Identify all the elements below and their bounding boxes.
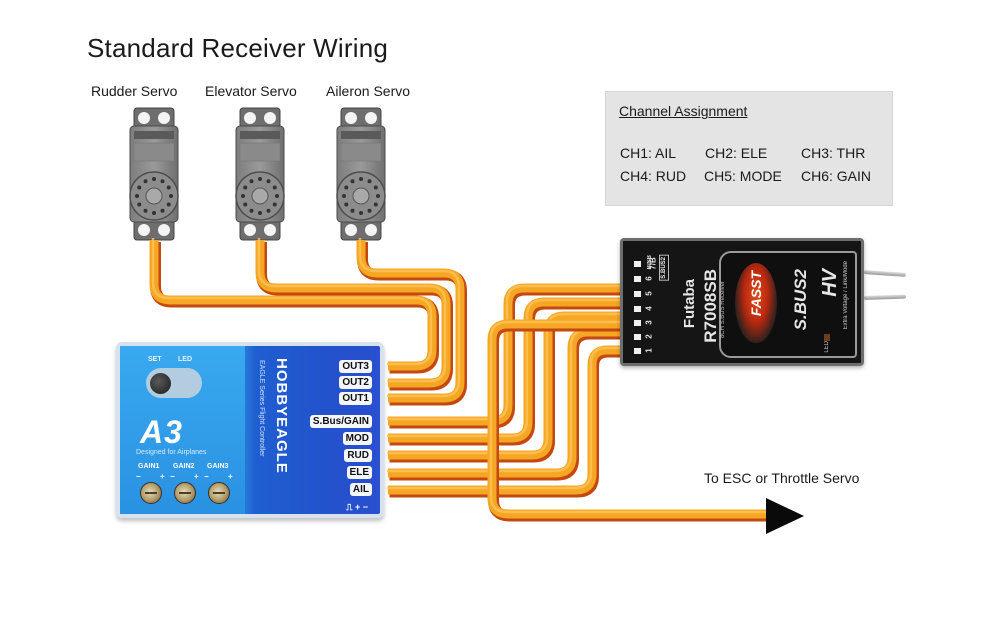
receiver-pin-number: 5: [644, 291, 654, 296]
sbus2-logo: S.BUS2: [791, 269, 810, 331]
receiver-pin-number: 4: [644, 306, 654, 311]
throttle-output-label: To ESC or Throttle Servo: [704, 470, 860, 486]
gain2-minus: −: [170, 472, 175, 481]
rudder-servo: [129, 107, 179, 241]
channel-5: CH5: MODE: [704, 168, 782, 184]
port-out2: OUT2: [339, 376, 372, 389]
wire-ail-to-ch1: [387, 345, 624, 498]
receiver-brand: Futaba: [681, 279, 698, 329]
gain1-potentiometer[interactable]: [140, 482, 162, 504]
futaba-receiver: FASST Futaba R7008SB 8CH S.BUS Receiver …: [620, 238, 907, 366]
wire-rud-to-ch4: [387, 311, 624, 463]
receiver-pin-3: [634, 320, 641, 326]
gain3-potentiometer[interactable]: [208, 482, 230, 504]
set-button[interactable]: [150, 373, 171, 394]
receiver-pin-number: 3: [644, 320, 654, 325]
wire-mod-to-ch5: [387, 297, 624, 446]
wire-elevator-to-out2: [255, 238, 453, 391]
channel-3: CH3: THR: [801, 145, 866, 161]
designed-for-label: Designed for Airplanes: [136, 449, 207, 456]
fasst-logo: [735, 263, 777, 343]
wire-aileron-to-out1: [356, 238, 467, 406]
port-out3: OUT3: [339, 360, 372, 373]
channel-6: CH6: GAIN: [801, 168, 872, 184]
set-label: SET: [148, 356, 162, 363]
receiver-led-label: LED: [824, 341, 830, 353]
channel-4: CH4: RUD: [620, 168, 687, 184]
wire-rudder-to-out3: [149, 238, 439, 374]
port-ele: ELE: [346, 466, 372, 479]
port-out1: OUT1: [339, 392, 372, 405]
hv-logo: HV: [819, 269, 841, 297]
gain2-plus: +: [194, 472, 199, 481]
pin-polarity-legend: ⎍ + −: [346, 502, 368, 512]
receiver-body: FASST Futaba R7008SB 8CH S.BUS Receiver …: [620, 238, 864, 366]
wire-ch3-to-throttle: [487, 319, 770, 522]
led-label: LED: [178, 356, 192, 363]
gain1-label: GAIN1: [138, 463, 160, 470]
extra-voltage-label: Extra Voltage / Link/Mode: [843, 261, 849, 330]
gain2-label: GAIN2: [173, 463, 195, 470]
sbus2-port-tag: S.BUS2: [659, 255, 669, 281]
receiver-subtitle: 8CH S.BUS Receiver: [720, 281, 726, 339]
receiver-led: [824, 334, 830, 341]
gain1-minus: −: [136, 472, 141, 481]
port-ail: AIL: [349, 483, 372, 496]
fasst-text: FASST: [748, 271, 764, 317]
receiver-pin-number: 7/B: [648, 257, 658, 270]
receiver-pin-1: [634, 348, 641, 354]
controller-model: A3: [140, 414, 183, 450]
receiver-pin-number: 2: [644, 334, 654, 339]
aileron-servo: [336, 107, 386, 241]
receiver-pin-6: [634, 276, 641, 282]
gain3-minus: −: [204, 472, 209, 481]
receiver-model: R7008SB: [701, 269, 720, 343]
rudder-servo-label: Rudder Servo: [91, 83, 178, 99]
gain2-potentiometer[interactable]: [174, 482, 196, 504]
aileron-servo-label: Aileron Servo: [326, 83, 411, 99]
channel-2: CH2: ELE: [705, 145, 768, 161]
a3-flight-controller: SET LED A3 Designed for Airplanes GAIN1 …: [116, 342, 384, 520]
port-rud: RUD: [344, 449, 372, 462]
channel-1: CH1: AIL: [620, 145, 677, 161]
gain3-plus: +: [228, 472, 233, 481]
receiver-pin-5: [634, 291, 641, 297]
gain3-label: GAIN3: [207, 463, 229, 470]
port-mod: MOD: [342, 432, 372, 445]
controller-brand: HOBBYEAGLE: [273, 358, 290, 474]
receiver-pin-7-B: [634, 261, 641, 267]
elevator-servo-label: Elevator Servo: [205, 83, 297, 99]
gain1-plus: +: [160, 472, 165, 481]
port-sbus-gain: S.Bus/GAIN: [309, 415, 372, 428]
elevator-servo: [235, 107, 285, 241]
receiver-pin-number: 6: [644, 276, 654, 281]
receiver-pin-4: [634, 306, 641, 312]
channel-assignment-panel: Channel Assignment CH1: AIL CH2: ELE CH3…: [605, 91, 893, 206]
controller-series: EAGLE Series Flight Controller: [258, 360, 265, 457]
diagram-title: Standard Receiver Wiring: [87, 33, 389, 63]
channel-assignment-title: Channel Assignment: [619, 103, 748, 119]
controller-body: SET LED A3 Designed for Airplanes GAIN1 …: [116, 342, 384, 518]
receiver-pin-2: [634, 334, 641, 340]
receiver-pin-number: 1: [644, 348, 654, 353]
throttle-arrow-head: [766, 498, 804, 534]
